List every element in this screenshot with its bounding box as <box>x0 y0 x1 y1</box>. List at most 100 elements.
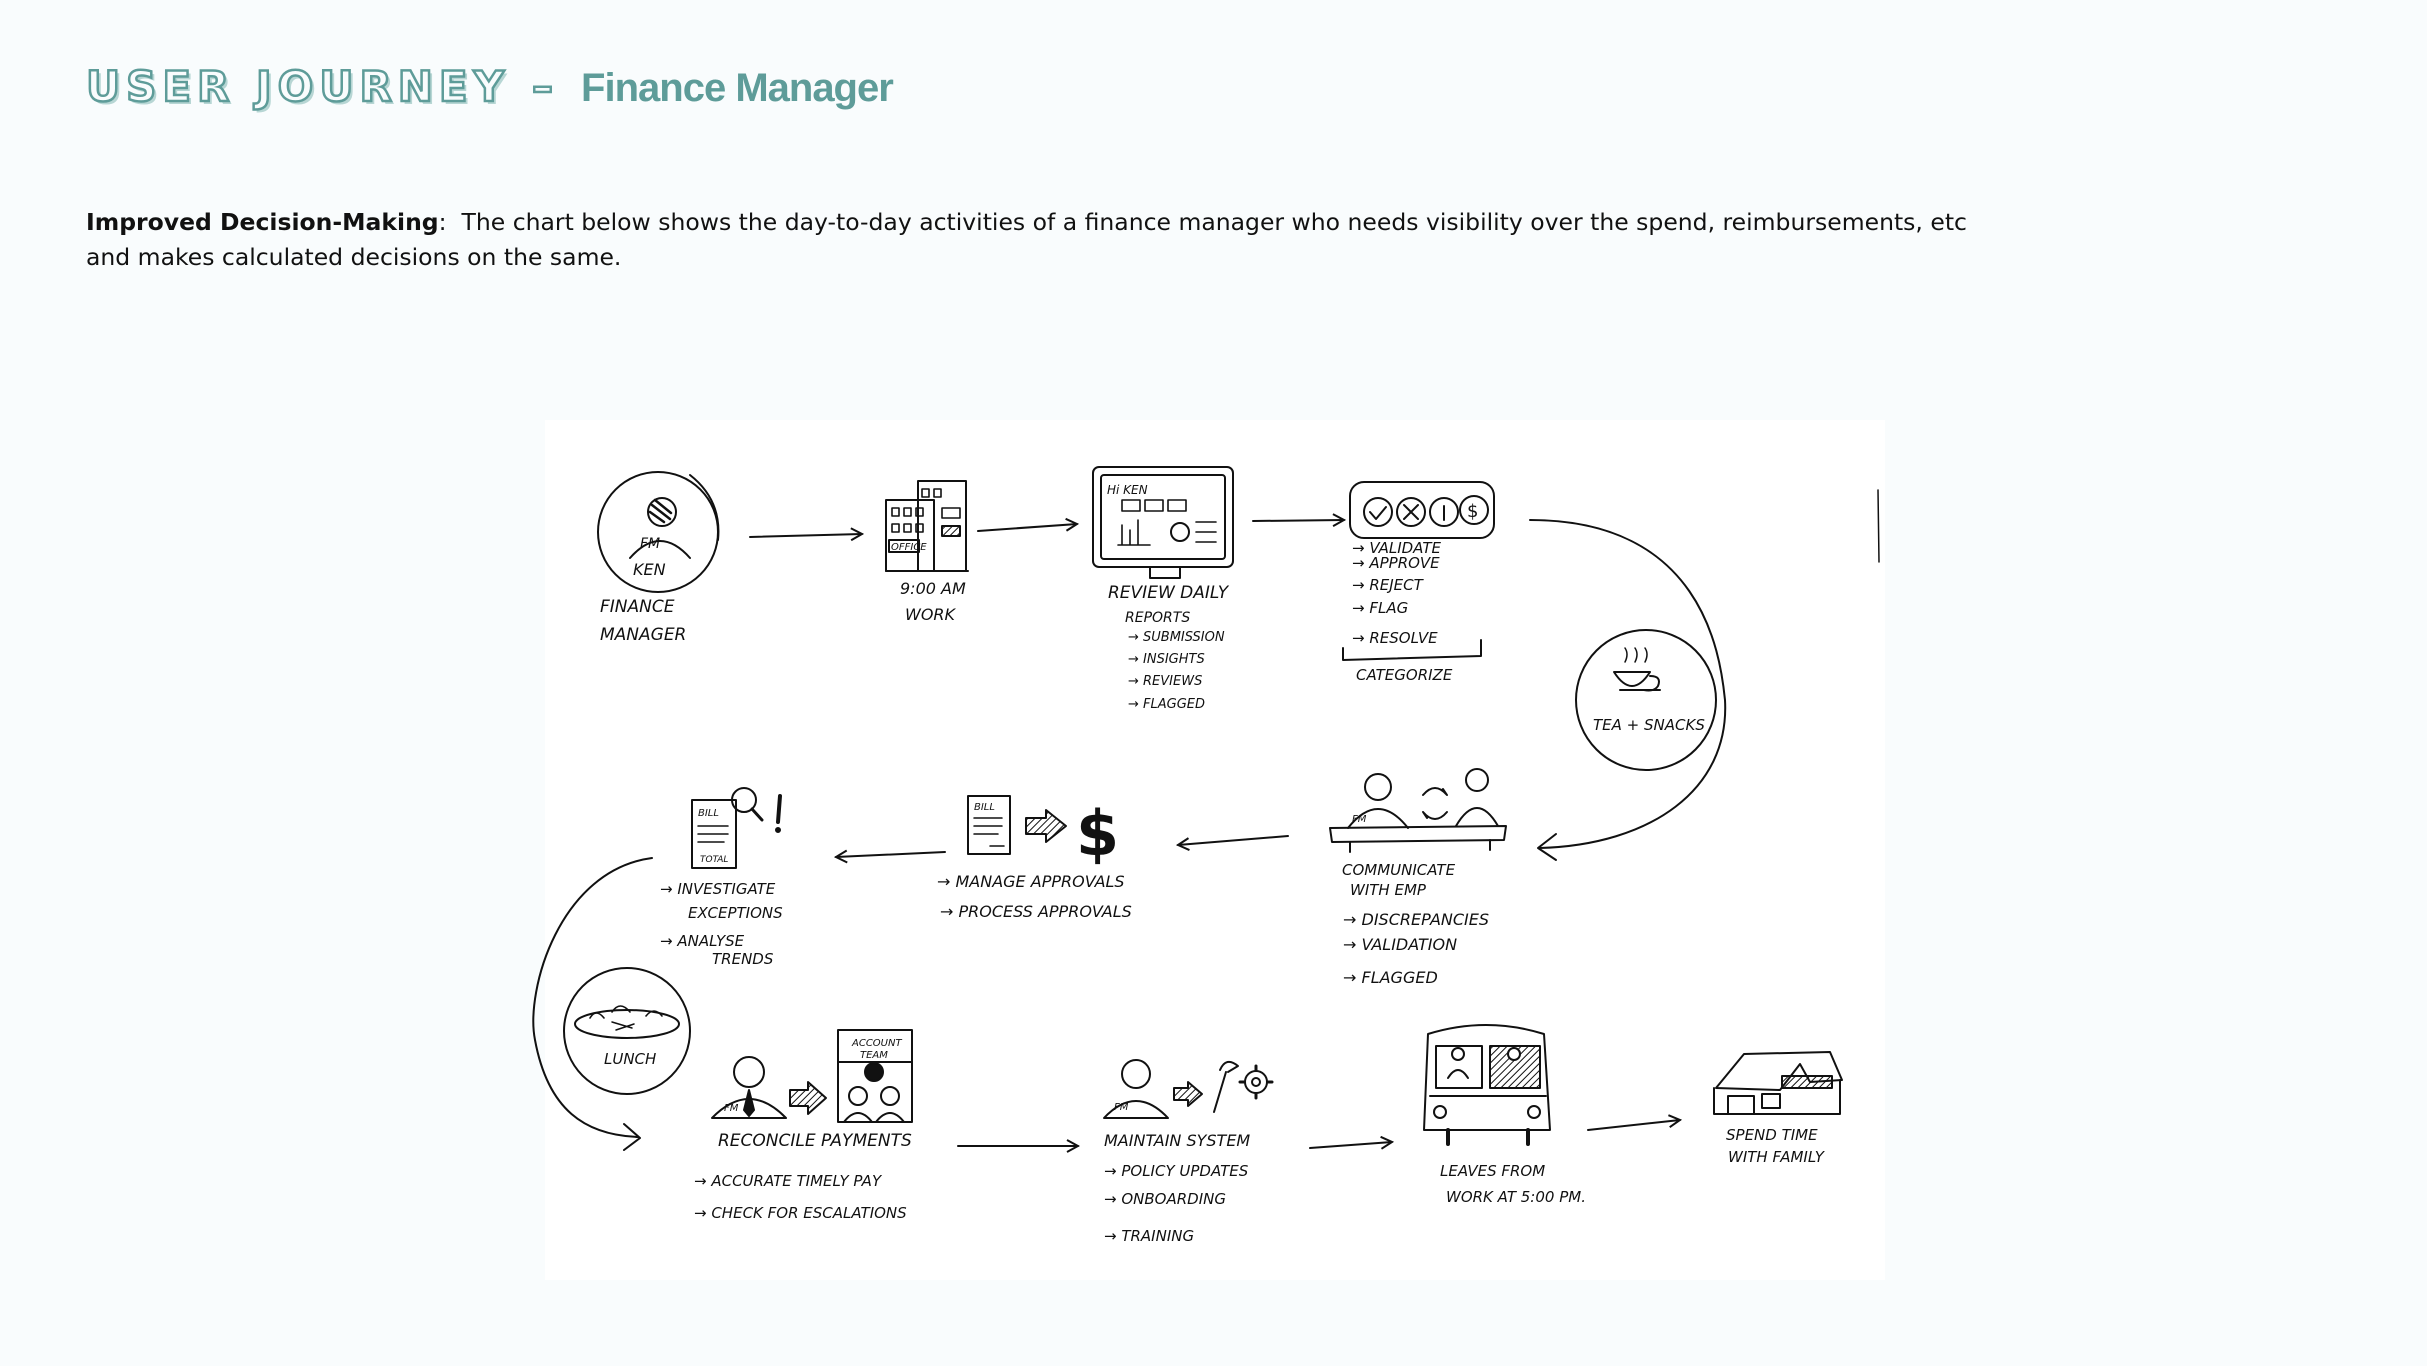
reconcile-badge: FM <box>724 1103 739 1114</box>
arrow-communicate-to-approvals <box>1178 835 1289 845</box>
communicate-item-1: → DISCREPANCIES <box>1343 910 1489 929</box>
magnifier-icon <box>731 787 757 813</box>
lunch-circle <box>563 967 691 1095</box>
persona-badge: FM <box>640 536 660 552</box>
bill-doc-icon <box>691 799 737 869</box>
lunch-caption: LUNCH <box>604 1050 656 1068</box>
leave-caption-2: WORK AT 5:00 PM. <box>1446 1188 1586 1206</box>
arrow-approvals-to-investigate <box>836 852 946 857</box>
approve-check-icon <box>1363 497 1393 527</box>
hatched-arrow-icon <box>1025 809 1067 843</box>
resolve-bracket <box>1342 639 1482 661</box>
maintain-badge: FM <box>1114 1102 1129 1113</box>
office-sign: OFFICE <box>891 542 927 553</box>
leave-caption-1: LEAVES FROM <box>1440 1162 1545 1180</box>
lunch-node: LUNCH <box>563 967 691 1095</box>
persona-node: FM KEN FINANCE MANAGER <box>597 471 720 645</box>
intro-text: The chart below shows the day-to-day act… <box>86 208 1967 271</box>
work-node: OFFICE 9:00 AM WORK <box>885 480 969 624</box>
arrow-work-to-review <box>977 524 1077 532</box>
svg-text:$: $ <box>1467 501 1478 522</box>
leave-node: LEAVES FROM WORK AT 5:00 PM. <box>1423 1024 1586 1206</box>
stray-mark <box>1877 489 1880 563</box>
action-item-5: → RESOLVE <box>1352 629 1438 647</box>
intro-paragraph: Improved Decision-Making: The chart belo… <box>86 205 1986 275</box>
arrow-investigate-to-reconcile <box>532 857 653 1138</box>
tea-circle <box>1575 629 1717 771</box>
lunch-table-icon <box>574 1009 680 1039</box>
bus-icon <box>1423 1024 1551 1131</box>
exclamation-icon <box>776 794 782 824</box>
approvals-item-1: → MANAGE APPROVALS <box>937 872 1125 891</box>
home-node: SPEND TIME WITH FAMILY <box>1713 1051 1843 1166</box>
manager-head-icon <box>1364 773 1392 801</box>
actions-footer: CATEGORIZE <box>1356 666 1453 684</box>
page-title: USER JOURNEY – Finance Manager <box>85 61 894 113</box>
persona-body-icon <box>629 540 691 559</box>
persona-caption-1: FINANCE <box>600 597 675 617</box>
hatched-arrow-icon-3 <box>1173 1081 1203 1107</box>
bill-icon <box>967 795 1011 855</box>
dollar-sign-icon: $ <box>1076 797 1119 870</box>
investigate-item-4: TRENDS <box>712 950 774 968</box>
action-item-2: → APPROVE <box>1352 554 1440 572</box>
intro-separator: : <box>438 208 447 236</box>
maintain-node: FM MAINTAIN SYSTEM → POLICY UPDATES → ON… <box>1103 1059 1274 1245</box>
maintain-caption: MAINTAIN SYSTEM <box>1104 1131 1250 1150</box>
tea-break-node: TEA + SNACKS <box>1575 629 1717 771</box>
communicate-badge: FM <box>1352 814 1367 825</box>
dollar-icon <box>1459 495 1489 525</box>
monitor-icon <box>1092 466 1234 568</box>
house-icon <box>1713 1079 1841 1115</box>
reconcile-board-2: TEAM <box>860 1050 888 1061</box>
review-item-2: → INSIGHTS <box>1128 652 1205 667</box>
persona-circle-stroke <box>689 474 720 541</box>
gear-icon <box>1244 1070 1268 1094</box>
work-caption-2: WORK <box>905 605 957 624</box>
communicate-caption-2: WITH EMP <box>1350 881 1427 899</box>
manager-body-icon-2 <box>711 1098 787 1119</box>
review-item-3: → REVIEWS <box>1128 674 1202 689</box>
investigate-item-1: → INVESTIGATE <box>660 880 776 898</box>
investigate-item-2: EXCEPTIONS <box>688 904 783 922</box>
arrowhead-reconcile <box>623 1123 641 1151</box>
maintain-item-1: → POLICY UPDATES <box>1104 1162 1249 1180</box>
arrow-maintain-to-leave <box>1309 1142 1392 1148</box>
approvals-doc-label: BILL <box>974 802 995 813</box>
user-journey-sketch: FM KEN FINANCE MANAGER OFFICE 9:00 AM WO… <box>532 466 1880 1245</box>
communicate-item-2: → VALIDATION <box>1343 935 1457 954</box>
action-item-3: → REJECT <box>1352 576 1425 594</box>
title-dash: – <box>531 61 555 113</box>
investigate-item-3: → ANALYSE <box>660 932 745 950</box>
review-caption-1: REVIEW DAILY <box>1108 583 1230 603</box>
reconcile-item-2: → CHECK FOR ESCALATIONS <box>694 1204 907 1222</box>
home-caption-1: SPEND TIME <box>1726 1126 1818 1144</box>
persona-head-icon <box>647 497 677 527</box>
review-node: Hi KEN REVIEW DAILY REPORTS → SUBMISSION… <box>1092 466 1234 712</box>
arrow-leave-to-home <box>1587 1120 1680 1131</box>
communicate-node: FM COMMUNICATE WITH EMP → DISCREPANCIES … <box>1329 768 1507 987</box>
communicate-caption-1: COMMUNICATE <box>1342 861 1456 879</box>
tea-caption: TEA + SNACKS <box>1593 716 1705 734</box>
investigate-doc-total: TOTAL <box>700 855 728 865</box>
wrench-icon <box>1213 1060 1239 1113</box>
arrow-review-to-actions <box>1252 520 1344 521</box>
info-icon <box>1429 497 1459 527</box>
manager-body-icon-3 <box>1103 1100 1169 1119</box>
approvals-node: BILL $ → MANAGE APPROVALS → PROCESS APPR… <box>937 795 1132 921</box>
reconcile-board-1: ACCOUNT <box>851 1038 902 1049</box>
manager-body-icon <box>1347 808 1409 829</box>
maintain-item-2: → ONBOARDING <box>1104 1190 1226 1208</box>
persona-caption-2: MANAGER <box>600 625 686 645</box>
arrowhead-communicate <box>1537 833 1557 861</box>
intro-label: Improved Decision-Making <box>86 208 439 236</box>
home-caption-2: WITH FAMILY <box>1728 1148 1826 1166</box>
maintain-item-3: → TRAINING <box>1104 1227 1194 1245</box>
actions-node: $ → VALIDATE → APPROVE → REJECT → FLAG →… <box>1342 481 1495 684</box>
tea-cup-icon <box>1613 671 1660 692</box>
employee-body-icon <box>1455 807 1499 827</box>
reconcile-node: FM ACCOUNT TEAM RECONCILE PAYMENTS → ACC… <box>694 1029 913 1222</box>
manager-head-icon-3 <box>1121 1059 1151 1089</box>
desk-icon <box>1329 825 1507 843</box>
manager-head-icon-2 <box>733 1056 765 1088</box>
